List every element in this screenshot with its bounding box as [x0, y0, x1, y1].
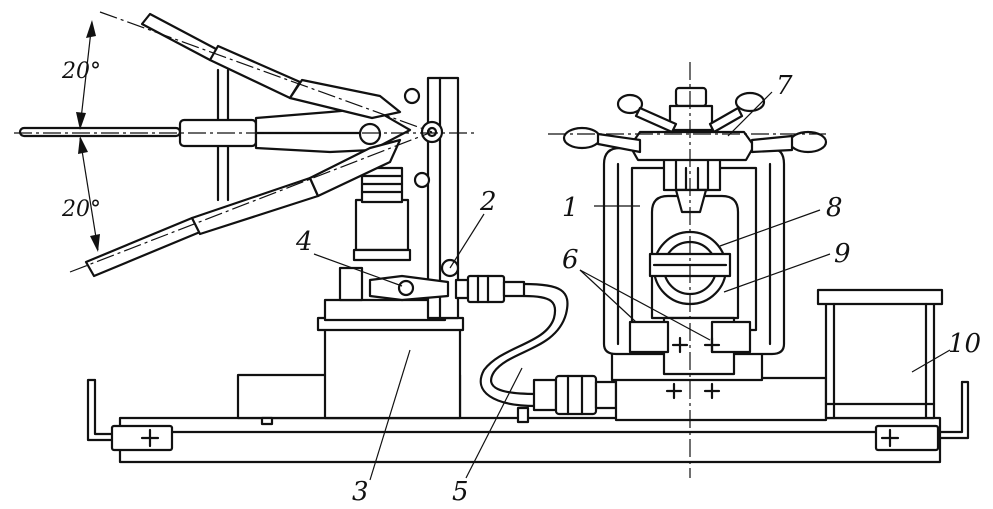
lever-upper-centerline: [99, 11, 433, 133]
valve-handle: [368, 274, 450, 302]
mount-bolt-right-icon: [880, 428, 900, 448]
callout-7: 7: [776, 71, 793, 101]
tool-box-10: [816, 288, 944, 420]
pump-base: [236, 266, 530, 426]
callout-8: 8: [826, 193, 843, 223]
callout-5: 5: [452, 477, 469, 507]
callout-1: 1: [562, 193, 579, 223]
angle-label-lower: 20°: [61, 197, 101, 222]
lever-handle-upper: [140, 12, 402, 120]
plus-mark-icon: [665, 336, 721, 400]
callout-10: 10: [948, 329, 981, 359]
callout-6: 6: [562, 245, 579, 275]
lever-lower-centerline: [69, 131, 433, 273]
callout-4: 4: [295, 227, 313, 257]
angle-dimension-upper: [76, 20, 96, 130]
callout-9: 9: [834, 239, 851, 269]
callout-2: 2: [479, 187, 497, 217]
base-plate: [86, 378, 970, 464]
support-blocks-6: [628, 320, 752, 354]
callout-3: 3: [352, 477, 369, 507]
leader-lines: [313, 91, 951, 481]
mount-bolt-left-icon: [140, 428, 160, 448]
handwheel-icon: [562, 91, 828, 162]
angle-dimension-lower: [78, 136, 100, 252]
hose-fitting-upper: [454, 274, 526, 304]
hose-5: [479, 282, 569, 408]
lever-column: [216, 68, 460, 320]
lever-handle-lower: [84, 138, 402, 278]
angle-label-upper: 20°: [61, 59, 101, 84]
hose-fitting-lower: [532, 374, 618, 416]
